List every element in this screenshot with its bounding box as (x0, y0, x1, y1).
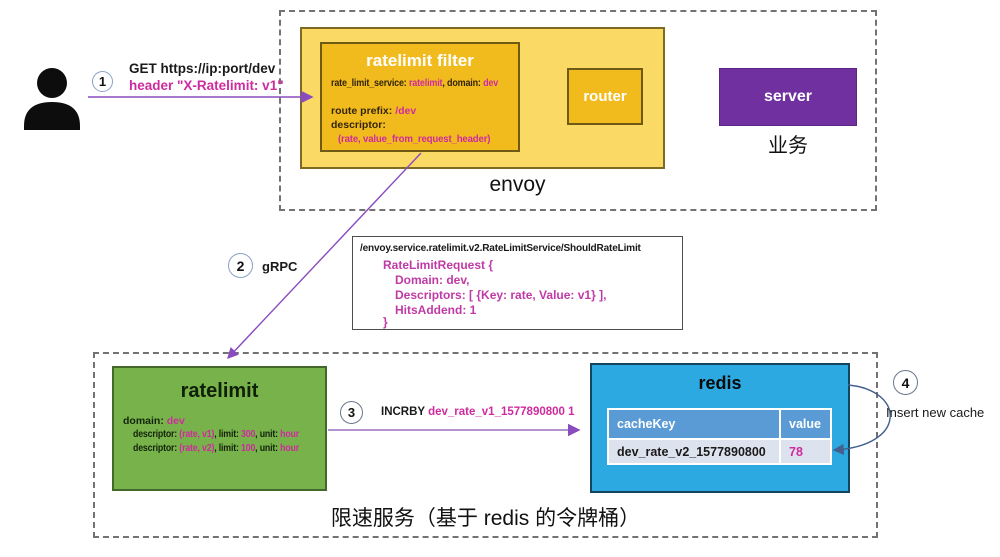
grpc-label: gRPC (262, 259, 298, 274)
user-icon (24, 68, 80, 130)
filter-config-line-descriptor: descriptor: (331, 119, 386, 131)
step-1-header-text: header "X-Ratelimit: v1" (129, 78, 284, 93)
router-box: router (567, 68, 643, 125)
server-caption: 业务 (768, 135, 808, 157)
step-4-circle: 4 (893, 370, 918, 395)
filter-config-line-route: route prefix: /dev (331, 105, 417, 117)
ratelimit-filter-box: ratelimit filter rate_limit_service: rat… (320, 42, 520, 152)
cache-table-cell-key: dev_rate_v2_1577890800 (609, 440, 779, 463)
server-label: server (763, 88, 813, 105)
redis-title: redis (698, 373, 742, 393)
filter-config-line-service: rate_limit_service: ratelimit, domain: d… (331, 78, 499, 89)
bottom-caption: 限速服务（基于 redis 的令牌桶） (330, 507, 641, 530)
step-4-number: 4 (901, 374, 910, 391)
step-1-request-text: GET https://ip:port/dev (129, 61, 276, 76)
step-1-circle: 1 (92, 71, 113, 92)
step-3-circle: 3 (340, 401, 363, 424)
incrby-command: INCRBY dev_rate_v1_1577890800 1 (381, 406, 575, 418)
insert-cache-label: Insert new cache (886, 405, 985, 420)
redis-cache-table: cacheKey value dev_rate_v2_1577890800 78 (607, 408, 832, 465)
ratelimit-service-title: ratelimit (180, 380, 259, 402)
step-1-number: 1 (98, 74, 107, 89)
ratelimit-service-box: ratelimit domain: dev descriptor: (rate,… (112, 366, 327, 491)
ratelimit-domain-line: domain: dev (123, 415, 185, 427)
grpc-path-line: /envoy.service.ratelimit.v2.RateLimitSer… (360, 242, 641, 254)
redis-box: redis cacheKey value dev_rate_v2_1577890… (590, 363, 850, 493)
envoy-host-dashed-container (279, 10, 877, 211)
ratelimit-filter-title: ratelimit filter (366, 51, 474, 70)
filter-config-line-descriptor-value: (rate, value_from_request_header) (338, 133, 491, 145)
grpc-body-line-3: Descriptors: [ {Key: rate, Value: v1} ], (395, 288, 607, 302)
ratelimit-descriptor-line-1: descriptor: (rate, v1), limit: 300, unit… (133, 429, 300, 440)
grpc-request-box: /envoy.service.ratelimit.v2.RateLimitSer… (352, 236, 683, 330)
cache-table-header-key: cacheKey (609, 410, 779, 438)
grpc-body-line-5: } (383, 315, 388, 329)
envoy-label: envoy (489, 173, 546, 196)
step-3-number: 3 (347, 405, 356, 420)
server-box: server (719, 68, 857, 126)
cache-table-cell-value: 78 (781, 440, 830, 463)
ratelimit-descriptor-line-2: descriptor: (rate, v2), limit: 100, unit… (133, 443, 300, 454)
cache-table-header-value: value (781, 410, 830, 438)
step-2-circle: 2 (228, 253, 253, 278)
cache-table-data-row: dev_rate_v2_1577890800 78 (609, 440, 830, 463)
router-label: router (583, 88, 627, 105)
grpc-body-line-1: RateLimitRequest { (383, 258, 494, 272)
step-2-number: 2 (236, 257, 245, 274)
cache-table-header-row: cacheKey value (609, 410, 830, 438)
grpc-body-line-2: Domain: dev, (395, 273, 470, 287)
grpc-body-line-4: HitsAddend: 1 (395, 303, 477, 317)
